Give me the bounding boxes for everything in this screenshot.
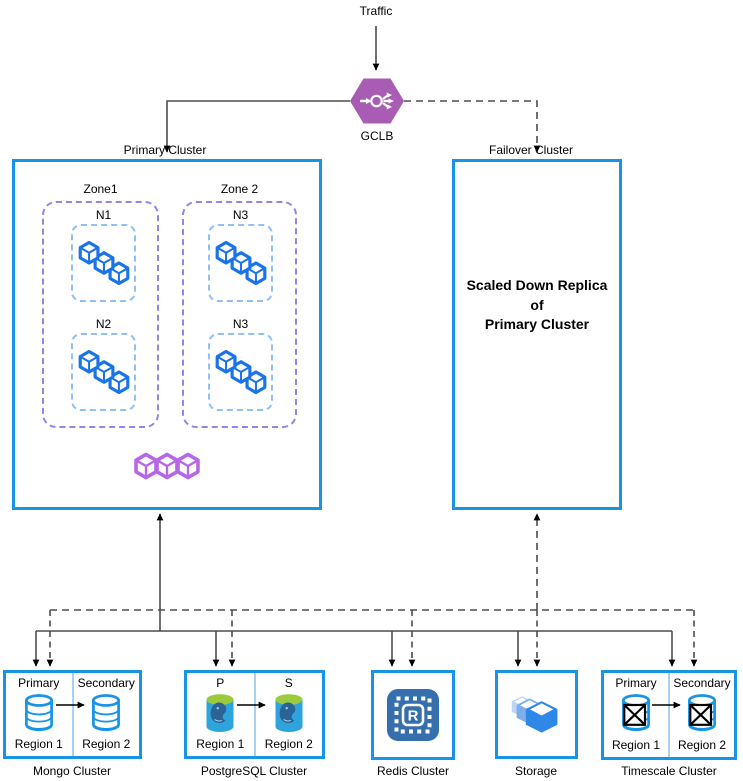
gclb-node — [349, 76, 405, 126]
gke-workload-cubes-icon — [215, 240, 266, 286]
timescale-primary-region-label: Region 1 — [611, 738, 661, 752]
timescale-secondary-role-label: Secondary — [673, 676, 731, 690]
mongo-cluster-box: Primary Region 1 Secondary Region 2 — [3, 670, 142, 759]
failover-cluster-title: Failover Cluster — [488, 143, 574, 157]
zone-2-box: N3 N3 — [182, 201, 297, 428]
postgresql-cluster-caption: PostgreSQL Cluster — [200, 764, 308, 778]
node-n1-label: N1 — [95, 208, 112, 222]
mongo-secondary-role-label: Secondary — [77, 676, 135, 690]
storage-box — [495, 670, 578, 759]
timescale-primary-role-label: Primary — [615, 676, 657, 690]
cloud-storage-boxes-icon — [511, 695, 557, 733]
timescale-cluster-caption: Timescale Cluster — [621, 764, 717, 778]
postgresql-database-icon — [206, 693, 234, 732]
traffic-label: Traffic — [359, 4, 393, 18]
failover-cluster-box: Scaled Down Replica of Primary Cluster — [452, 159, 622, 510]
mongo-secondary-region-label: Region 2 — [82, 737, 131, 751]
redis-cell: R — [374, 673, 452, 757]
gclb-label: GCLB — [360, 129, 394, 143]
zone-1-box: N1 N2 — [42, 201, 159, 428]
node-n2-label: N2 — [95, 317, 112, 331]
zone-1-label: Zone1 — [83, 182, 118, 196]
timescale-database-icon — [688, 694, 716, 732]
mongo-cluster-caption: Mongo Cluster — [32, 764, 112, 778]
timescale-primary-cell: Primary Region 1 — [604, 673, 668, 757]
postgresql-secondary-region-label: Region 2 — [264, 737, 313, 751]
timescale-secondary-region-label: Region 2 — [677, 738, 727, 752]
node-n3b-label: N3 — [232, 317, 249, 331]
failover-cluster-description: Scaled Down Replica of Primary Cluster — [459, 276, 615, 335]
postgresql-primary-region-label: Region 1 — [196, 737, 245, 751]
node-n2-box — [71, 333, 136, 411]
gke-workload-cubes-icon — [78, 240, 129, 286]
node-n3a-label: N3 — [232, 208, 249, 222]
mongodb-database-icon — [24, 693, 53, 731]
load-balancer-hexagon-icon — [350, 78, 404, 124]
redis-memorystore-chip-icon: R — [387, 689, 439, 741]
zone-2-label: Zone 2 — [220, 182, 259, 196]
primary-cluster-title: Primary Cluster — [123, 143, 207, 157]
postgresql-primary-role-label: P — [216, 676, 225, 690]
primary-cluster-box: Zone1 N1 N2 — [12, 159, 322, 510]
pod-hexagons-icon — [133, 451, 201, 481]
mongodb-database-icon — [92, 693, 121, 731]
mongo-primary-region-label: Region 1 — [14, 737, 63, 751]
timescale-database-icon — [622, 694, 650, 732]
redis-cluster-caption: Redis Cluster — [376, 764, 450, 778]
failover-text-line-1: Scaled Down Replica — [466, 277, 608, 293]
postgresql-secondary-role-label: S — [284, 676, 293, 690]
failover-text-line-3: Primary Cluster — [484, 316, 590, 333]
failover-text-line-2: of — [530, 296, 544, 313]
node-n3a-box — [208, 224, 273, 302]
redis-letter: R — [408, 708, 419, 725]
postgresql-secondary-cell: S Region 2 — [253, 673, 323, 756]
storage-cell — [498, 673, 575, 756]
postgresql-database-icon — [275, 693, 303, 732]
storage-caption: Storage — [514, 764, 558, 778]
gke-workload-cubes-icon — [215, 349, 266, 395]
postgresql-cluster-box: P Region 1 S Reg — [184, 670, 325, 759]
redis-cluster-box: R — [371, 670, 455, 760]
mongo-primary-role-label: Primary — [18, 676, 60, 690]
timescale-cluster-box: Primary Region 1 Secondary Region 2 — [601, 670, 737, 760]
timescale-secondary-cell: Secondary Region 2 — [668, 673, 734, 757]
postgresql-primary-cell: P Region 1 — [187, 673, 254, 756]
gke-workload-cubes-icon — [78, 349, 129, 395]
mongo-secondary-cell: Secondary Region 2 — [71, 673, 140, 756]
node-n1-box — [71, 224, 136, 302]
mongo-primary-cell: Primary Region 1 — [6, 673, 72, 756]
node-n3b-box — [208, 333, 273, 411]
